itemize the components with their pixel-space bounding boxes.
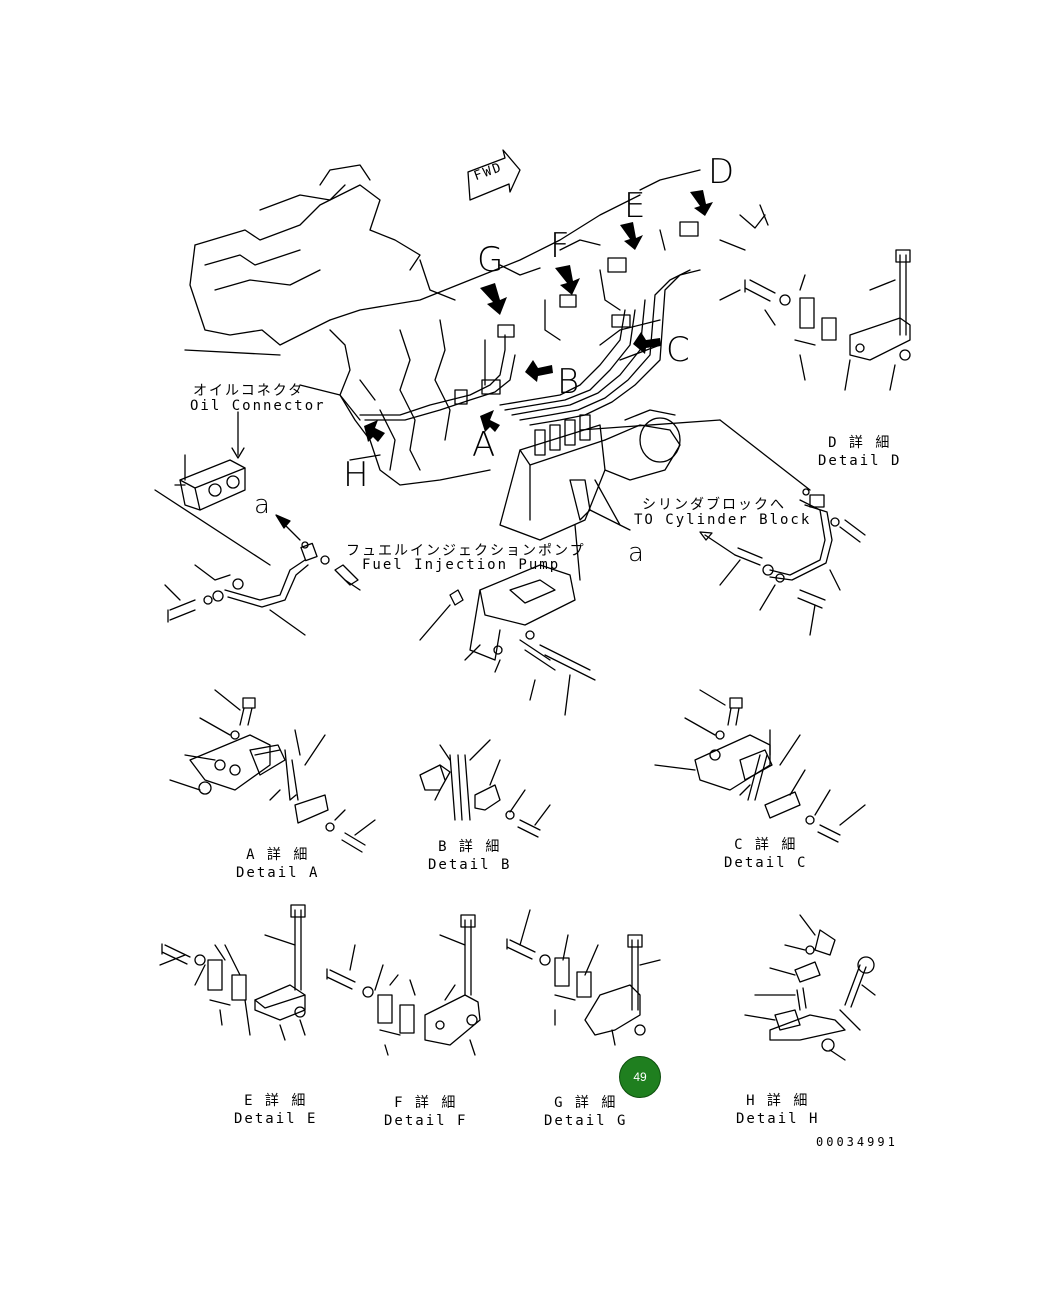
detail-b-en: Detail B xyxy=(428,857,512,873)
engine-block xyxy=(184,164,769,486)
fuel-pump-jp: フュエルインジェクションポンプ xyxy=(346,543,586,559)
to-block-jp: シリンダブロックへ xyxy=(642,497,786,513)
callout-g: G xyxy=(477,240,504,280)
callout-d: D xyxy=(708,152,735,192)
detail-g-caption: G 詳 細 Detail G xyxy=(544,1094,627,1130)
detail-e-caption: E 詳 細 Detail E xyxy=(234,1092,317,1128)
detail-g-jp: G 詳 細 xyxy=(554,1095,618,1111)
callout-a-small-1: a xyxy=(254,490,270,520)
drawing-number: 00034991 xyxy=(816,1135,898,1149)
detail-e-parts xyxy=(159,904,306,1041)
detail-e-jp: E 詳 細 xyxy=(244,1093,308,1109)
callout-a: A xyxy=(472,425,496,465)
detail-c-jp: C 詳 細 xyxy=(734,837,798,853)
callout-b: B xyxy=(557,362,580,402)
oil-connector-jp: オイルコネクタ xyxy=(193,383,305,399)
callout-h: H xyxy=(343,455,369,495)
detail-h-parts xyxy=(744,914,876,1061)
callout-c: C xyxy=(666,330,690,370)
detail-b-caption: B 詳 細 Detail B xyxy=(428,838,511,874)
page-badge[interactable]: 49 xyxy=(619,1056,661,1098)
detail-h-caption: H 詳 細 Detail H xyxy=(736,1092,819,1128)
callout-e: E xyxy=(624,186,646,226)
pump-bracket xyxy=(419,564,596,716)
detail-a-parts xyxy=(169,689,376,853)
detail-f-parts xyxy=(326,914,481,1056)
detail-e-en: Detail E xyxy=(234,1111,318,1127)
detail-b-jp: B 詳 細 xyxy=(438,839,502,855)
detail-f-caption: F 詳 細 Detail F xyxy=(384,1094,467,1130)
detail-c-en: Detail C xyxy=(724,855,808,871)
detail-f-jp: F 詳 細 xyxy=(394,1095,458,1111)
fwd-arrow xyxy=(467,149,521,201)
to-block-en: TO Cylinder Block xyxy=(634,512,812,528)
cylinder-block-pipe xyxy=(579,419,866,636)
injection-pipes xyxy=(359,229,701,426)
detail-d-parts xyxy=(744,249,911,391)
detail-a-caption: A 詳 細 Detail A xyxy=(236,846,319,882)
detail-d-en: Detail D xyxy=(818,453,902,469)
fuel-pump-en: Fuel Injection Pump xyxy=(362,557,561,573)
detail-h-jp: H 詳 細 xyxy=(746,1093,810,1109)
detail-a-jp: A 詳 細 xyxy=(246,847,310,863)
oil-connector-en: Oil Connector xyxy=(190,398,326,414)
detail-b-parts xyxy=(419,739,551,838)
detail-h-en: Detail H xyxy=(736,1111,820,1127)
detail-f-en: Detail F xyxy=(384,1113,468,1129)
callout-f: F xyxy=(550,226,570,266)
detail-c-caption: C 詳 細 Detail C xyxy=(724,836,807,872)
oil-pipe xyxy=(164,542,361,636)
oil-connector xyxy=(154,384,361,566)
detail-g-parts xyxy=(506,909,661,1046)
detail-g-en: Detail G xyxy=(544,1113,628,1129)
detail-a-en: Detail A xyxy=(236,865,320,881)
detail-d-caption: D 詳 細 Detail D xyxy=(818,434,901,470)
detail-d-jp: D 詳 細 xyxy=(828,435,892,451)
callout-a-small-2: a xyxy=(628,538,644,568)
detail-c-parts xyxy=(654,689,866,843)
callout-arrows xyxy=(364,190,713,442)
